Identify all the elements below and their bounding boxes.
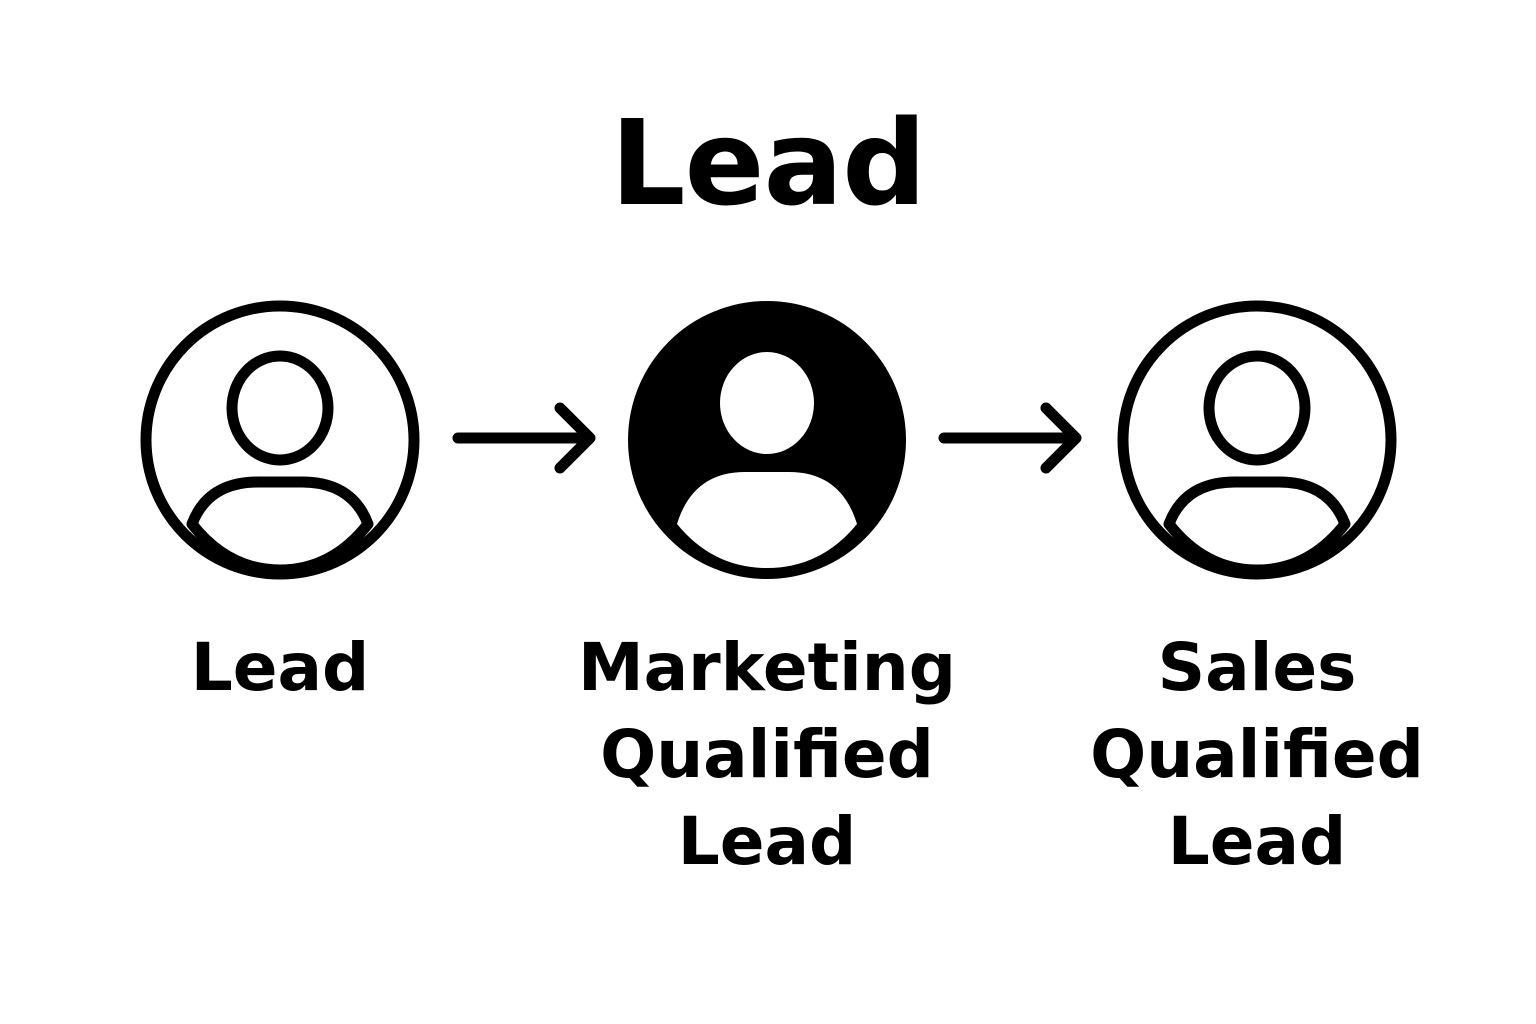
label-line: Lead — [677, 803, 857, 880]
label-line: Lead — [190, 629, 370, 706]
mql-person-filled-icon — [627, 300, 907, 580]
sql-person-icon — [1117, 300, 1397, 580]
label-line: Lead — [1167, 803, 1347, 880]
label-line: Qualified — [600, 716, 934, 793]
arrow-right-icon — [936, 398, 1086, 478]
arrow-right-icon — [450, 398, 600, 478]
stage-label-sql: Sales Qualified Lead — [1067, 624, 1447, 885]
lead-person-icon — [140, 300, 420, 580]
diagram-title: Lead — [610, 94, 926, 232]
label-line: Sales — [1157, 629, 1357, 706]
label-line: Marketing — [577, 629, 957, 706]
label-line: Qualified — [1090, 716, 1424, 793]
stage-label-mql: Marketing Qualified Lead — [577, 624, 957, 885]
stage-label-lead: Lead — [90, 624, 470, 711]
